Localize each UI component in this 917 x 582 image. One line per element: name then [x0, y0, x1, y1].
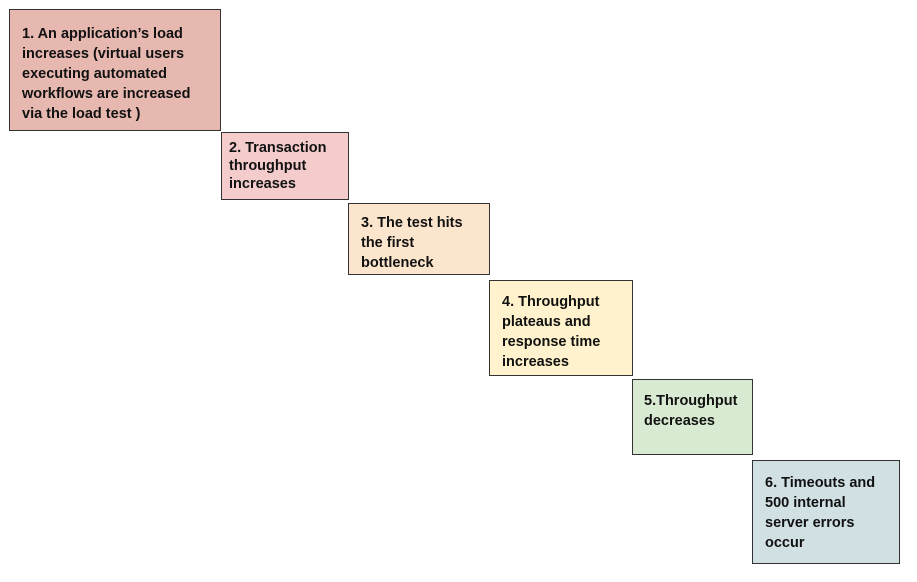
step-5-box: 5.Throughput decreases — [632, 379, 753, 455]
step-2-box: 2. Transaction throughput increases — [221, 132, 349, 200]
step-3-box: 3. The test hits the first bottleneck — [348, 203, 490, 275]
step-4-box: 4. Throughput plateaus and response time… — [489, 280, 633, 376]
step-1-box: 1. An application’s load increases (virt… — [9, 9, 221, 131]
step-6-box: 6. Timeouts and 500 internal server erro… — [752, 460, 900, 564]
